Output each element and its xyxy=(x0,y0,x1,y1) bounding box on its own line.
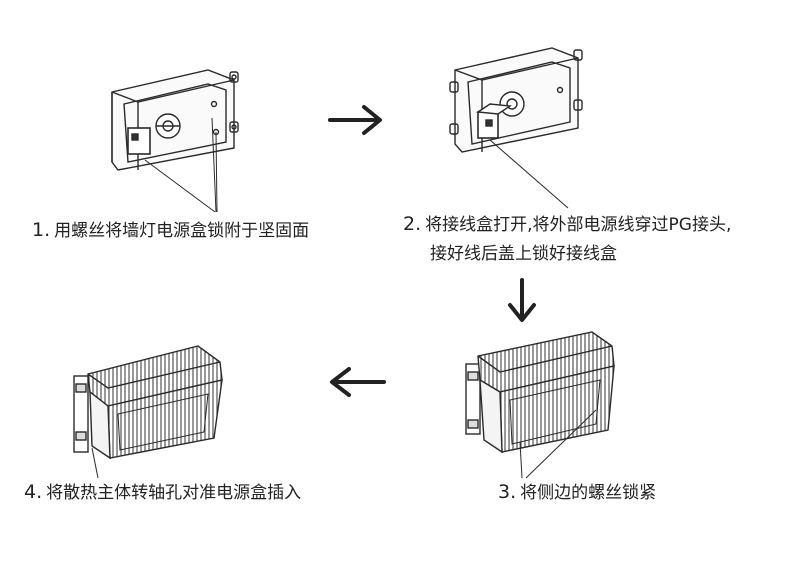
step2-text-line2: 接好线后盖上锁好接线盒 xyxy=(430,244,617,264)
step4-text: 将散热主体转轴孔对准电源盒插入 xyxy=(46,483,302,503)
step1-number: 1. xyxy=(32,219,51,241)
step2-caption-line2: 接好线后盖上锁好接线盒 xyxy=(430,242,617,266)
step3-caption: 3.将侧边的螺丝锁紧 xyxy=(498,480,656,505)
arrow-left xyxy=(330,367,386,397)
step4-caption: 4.将散热主体转轴孔对准电源盒插入 xyxy=(24,480,301,505)
step2-caption: 2.将接线盒打开,将外部电源线穿过PG接头, xyxy=(403,212,731,237)
step3-assembled-light xyxy=(465,331,615,479)
step2-text-line1: 将接线盒打开,将外部电源线穿过PG接头, xyxy=(425,215,732,235)
step2-number: 2. xyxy=(403,213,422,235)
arrow-down xyxy=(508,278,536,322)
step1-caption: 1.用螺丝将墙灯电源盒锁附于坚固面 xyxy=(32,218,309,243)
arrow-right xyxy=(328,105,382,135)
step1-power-box xyxy=(111,69,239,213)
step3-number: 3. xyxy=(498,481,517,503)
step2-junction-box xyxy=(449,47,583,209)
step4-number: 4. xyxy=(24,481,43,503)
step1-text: 用螺丝将墙灯电源盒锁附于坚固面 xyxy=(54,221,310,241)
step3-text: 将侧边的螺丝锁紧 xyxy=(520,483,657,503)
step4-heatsink-insert xyxy=(73,345,223,479)
